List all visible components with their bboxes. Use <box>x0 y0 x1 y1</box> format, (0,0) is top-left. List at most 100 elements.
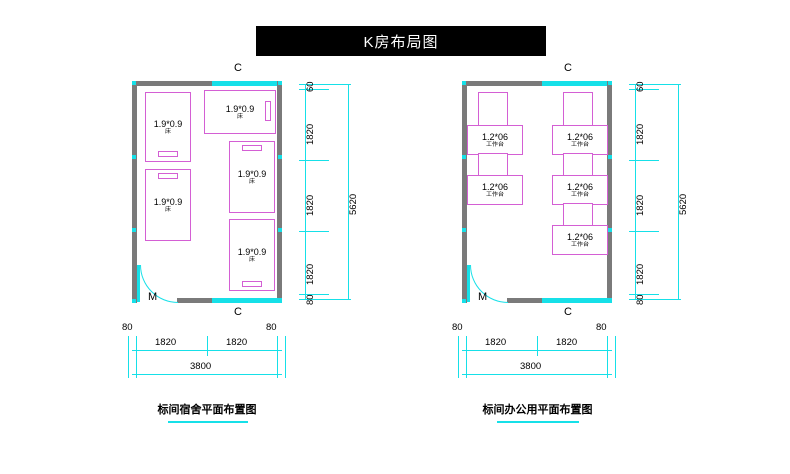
workstation-3-name: 工作台 <box>570 141 589 148</box>
dim-horizontal-1: 1820 <box>155 337 177 348</box>
page-title: K房布局图 <box>256 26 546 56</box>
wall-node <box>462 299 466 303</box>
bed-5-dimension: 1.9*0.9 <box>237 246 267 257</box>
door-swing-arc <box>140 265 178 303</box>
wall-top-solid <box>462 81 542 86</box>
wall-node <box>278 228 282 232</box>
workstation-4-dimension: 1.2*06 <box>566 181 594 192</box>
window-bottom <box>542 298 612 303</box>
dim-vertical-3: 1820 <box>635 263 646 285</box>
dim-tick <box>299 299 351 300</box>
window-label-top-left: C <box>234 62 242 74</box>
dim-vertical-total: 5620 <box>678 193 689 215</box>
workstation-1: 1.2*06 工作台 <box>467 125 523 155</box>
bed-4-name: 床 <box>248 178 255 185</box>
workstation-3-dimension: 1.2*06 <box>566 131 594 142</box>
pillow-4 <box>242 145 262 151</box>
bed-2-dimension: 1.9*0.9 <box>153 196 183 207</box>
wall-left <box>132 81 137 303</box>
pillow-2 <box>158 173 178 179</box>
dim-tick <box>466 336 467 378</box>
wall-bottom-solid <box>177 298 212 303</box>
dim-tick <box>615 336 616 378</box>
workstation-3: 1.2*06 工作台 <box>552 125 608 155</box>
dim-tick <box>607 336 608 378</box>
wall-node <box>278 299 282 303</box>
window-label-top-right: C <box>564 62 572 74</box>
workstation-1-name: 工作台 <box>485 141 504 148</box>
wall-node <box>608 155 612 159</box>
dim-tick <box>537 336 538 356</box>
pillow-5 <box>242 281 262 287</box>
workstation-4-name: 工作台 <box>570 191 589 198</box>
wall-bottom-solid <box>507 298 542 303</box>
chair-3 <box>563 92 593 128</box>
bed-1-dimension: 1.9*0.9 <box>153 118 183 129</box>
wall-node <box>462 81 466 85</box>
caption-underline <box>497 421 579 423</box>
wall-node <box>608 299 612 303</box>
dim-vertical-0: 60 <box>635 81 646 92</box>
door-leaf <box>467 265 470 302</box>
workstation-5-dimension: 1.2*06 <box>566 231 594 242</box>
wall-node <box>462 155 466 159</box>
wall-node <box>132 299 136 303</box>
dim-tick <box>299 231 329 232</box>
dim-tick <box>285 336 286 378</box>
dim-horizontal-2: 1820 <box>556 337 578 348</box>
dim-tick <box>629 89 659 90</box>
dim-tick <box>458 336 459 378</box>
dim-tick <box>629 84 681 85</box>
dim-vertical-4: 80 <box>635 294 646 305</box>
dim-tick <box>207 336 208 356</box>
wall-node <box>608 81 612 85</box>
wall-node <box>608 228 612 232</box>
wall-node <box>132 155 136 159</box>
dim-vertical-0: 60 <box>305 81 316 92</box>
chair-1 <box>478 92 508 128</box>
dim-chain-outer <box>678 84 679 299</box>
dim-chain-inner <box>635 84 636 299</box>
dim-horizontal-0: 80 <box>122 322 133 333</box>
bed-2-name: 床 <box>164 206 171 213</box>
dim-vertical-1: 1820 <box>635 123 646 145</box>
dim-tick <box>629 299 681 300</box>
dim-tick <box>299 84 351 85</box>
door-leaf <box>137 265 140 302</box>
dim-vertical-total: 5620 <box>348 193 359 215</box>
bed-5: 1.9*0.9 床 <box>229 219 275 291</box>
dim-vertical-1: 1820 <box>305 123 316 145</box>
bed-3-dimension: 1.9*0.9 <box>225 103 255 114</box>
dim-horizontal-3: 80 <box>596 322 607 333</box>
pillow-1 <box>158 151 178 157</box>
window-label-bottom-left: C <box>234 306 242 318</box>
dim-horizontal-total: 3800 <box>190 361 212 372</box>
workstation-4: 1.2*06 工作台 <box>552 175 608 205</box>
dim-tick <box>136 336 137 378</box>
wall-right <box>277 81 282 303</box>
window-top <box>212 81 282 86</box>
bed-3-name: 床 <box>236 113 243 120</box>
plan-caption-dormitory: 标间宿舍平面布置图 <box>157 404 257 416</box>
pillow-3 <box>265 101 271 121</box>
plan-caption-office: 标间办公用平面布置图 <box>482 404 593 416</box>
wall-right <box>607 81 612 303</box>
dim-horizontal-1: 1820 <box>485 337 507 348</box>
workstation-2: 1.2*06 工作台 <box>467 175 523 205</box>
bed-4: 1.9*0.9 床 <box>229 141 275 213</box>
workstation-5: 1.2*06 工作台 <box>552 225 608 255</box>
caption-underline <box>168 421 248 423</box>
workstation-2-name: 工作台 <box>485 191 504 198</box>
dim-tick <box>629 160 659 161</box>
bed-2: 1.9*0.9 床 <box>145 169 191 241</box>
door-swing-arc <box>470 265 508 303</box>
wall-node <box>132 81 136 85</box>
dim-horizontal-0: 80 <box>452 322 463 333</box>
window-bottom <box>212 298 282 303</box>
dim-tick <box>128 336 129 378</box>
door-label: M <box>478 291 488 303</box>
dim-tick <box>629 231 659 232</box>
workstation-2-dimension: 1.2*06 <box>481 181 509 192</box>
bed-4-dimension: 1.9*0.9 <box>237 168 267 179</box>
